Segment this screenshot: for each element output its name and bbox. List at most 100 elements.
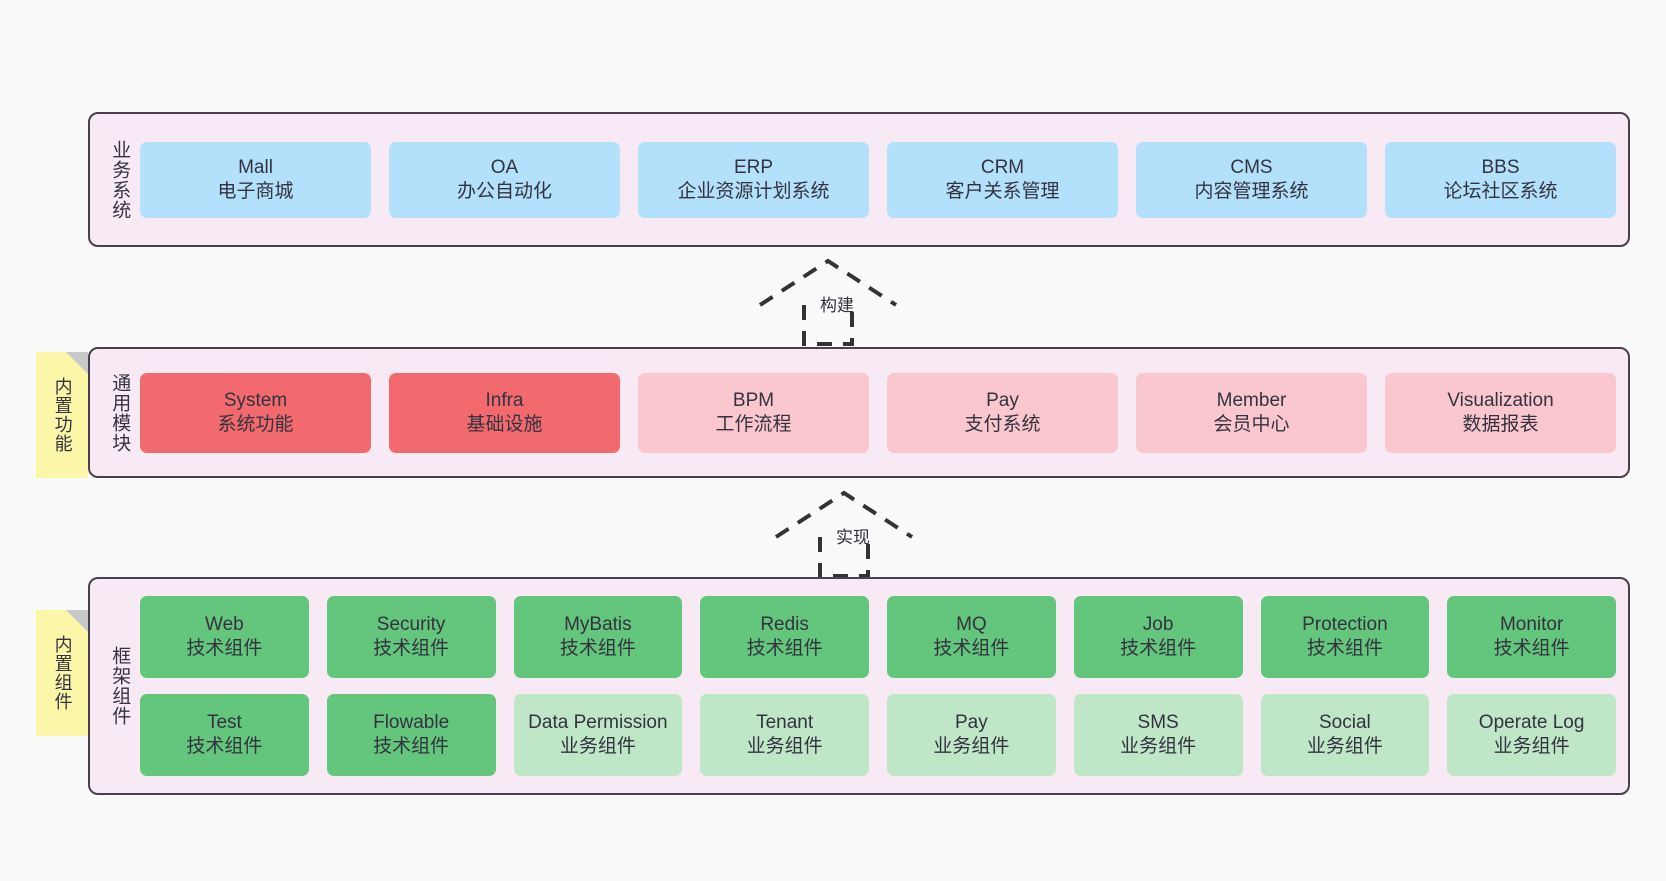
node-label-cn: 技术组件 <box>933 638 1010 659</box>
node-label-cn: 技术组件 <box>746 638 823 659</box>
layer-title-modules: 通用模块 <box>109 372 131 453</box>
node-monitor[interactable]: Monitor 技术组件 <box>1447 596 1616 678</box>
node-label-en: Infra <box>485 389 524 411</box>
node-label-cn: 企业资源计划系统 <box>677 180 830 202</box>
node-label-en: MQ <box>956 614 987 636</box>
node-pay-biz[interactable]: Pay 业务组件 <box>887 694 1056 776</box>
note-label: 内置功能 <box>52 377 73 453</box>
arrow-implement-label: 实现 <box>836 528 870 547</box>
layer-body-framework: Web 技术组件 Security 技术组件 MyBatis 技术组件 Redi… <box>140 579 1628 793</box>
node-label-cn: 会员中心 <box>1213 413 1290 435</box>
arrow-implement-glyph <box>774 490 914 578</box>
layer-row: System 系统功能 Infra 基础设施 BPM 工作流程 Pay 支付系统… <box>140 372 1616 453</box>
node-infra[interactable]: Infra 基础设施 <box>389 372 620 453</box>
node-label-en: BPM <box>732 389 775 411</box>
note-fold-icon <box>66 352 88 374</box>
node-mybatis[interactable]: MyBatis 技术组件 <box>513 596 683 678</box>
node-label-cn: 内容管理系统 <box>1194 180 1309 202</box>
note-label: 内置组件 <box>52 635 73 711</box>
node-label-en: Social <box>1319 712 1371 734</box>
node-bbs[interactable]: BBS 论坛社区系统 <box>1385 141 1616 218</box>
node-label-cn: 工作流程 <box>715 413 792 435</box>
layer-title-framework: 框架组件 <box>109 646 131 726</box>
node-label-en: Flowable <box>373 712 450 734</box>
node-label-en: Tenant <box>756 712 814 734</box>
node-label-cn: 论坛社区系统 <box>1443 180 1558 202</box>
node-label-cn: 技术组件 <box>373 638 450 659</box>
node-test[interactable]: Test 技术组件 <box>140 694 309 776</box>
note-builtin-components: 内置组件 <box>36 610 88 736</box>
node-label-en: Pay <box>955 712 988 734</box>
node-tenant[interactable]: Tenant 业务组件 <box>700 694 869 776</box>
node-label-cn: 电子商城 <box>217 180 294 202</box>
node-label-cn: 业务组件 <box>1493 736 1570 757</box>
node-label-cn: 基础设施 <box>466 413 543 435</box>
node-label-cn: 业务组件 <box>559 736 636 757</box>
node-flowable[interactable]: Flowable 技术组件 <box>326 694 496 776</box>
arrow-build: 构建 <box>752 258 912 348</box>
node-security[interactable]: Security 技术组件 <box>326 596 496 678</box>
node-label-en: Test <box>206 712 242 734</box>
node-label-cn: 业务组件 <box>1120 736 1197 757</box>
node-system[interactable]: System 系统功能 <box>140 372 371 453</box>
node-label-en: SMS <box>1137 712 1179 734</box>
node-label-en: OA <box>490 156 519 178</box>
note-fold-icon <box>66 610 88 632</box>
node-label-cn: 客户关系管理 <box>945 180 1060 202</box>
layer-body-business: Mall 电子商城 OA 办公自动化 ERP 企业资源计划系统 CRM 客户关系… <box>140 114 1628 245</box>
node-label-en: Operate Log <box>1478 712 1585 734</box>
layer-row: Test 技术组件 Flowable 技术组件 Data Permission … <box>140 694 1616 776</box>
node-label-en: MyBatis <box>564 614 632 636</box>
node-label-en: CRM <box>980 156 1025 178</box>
node-social[interactable]: Social 业务组件 <box>1260 694 1430 776</box>
node-label-en: Mall <box>238 156 273 178</box>
layer-body-modules: System 系统功能 Infra 基础设施 BPM 工作流程 Pay 支付系统… <box>140 349 1628 476</box>
node-label-en: Job <box>1142 614 1174 636</box>
node-label-en: System <box>223 389 288 411</box>
node-label-en: Security <box>376 614 446 636</box>
node-operate-log[interactable]: Operate Log 业务组件 <box>1447 694 1616 776</box>
node-label-en: Member <box>1216 389 1287 411</box>
node-label-en: Monitor <box>1499 614 1564 636</box>
node-label-en: Pay <box>986 389 1019 411</box>
node-label-en: Protection <box>1302 614 1388 636</box>
node-erp[interactable]: ERP 企业资源计划系统 <box>638 141 869 218</box>
node-label-cn: 支付系统 <box>964 413 1041 435</box>
node-label-cn: 业务组件 <box>1306 736 1383 757</box>
node-crm[interactable]: CRM 客户关系管理 <box>887 141 1118 218</box>
node-label-en: BBS <box>1481 156 1520 178</box>
node-label-en: Visualization <box>1447 389 1554 411</box>
arrow-implement: 实现 <box>768 490 928 580</box>
node-data-permission[interactable]: Data Permission 业务组件 <box>513 694 683 776</box>
node-sms[interactable]: SMS 业务组件 <box>1073 694 1243 776</box>
node-member[interactable]: Member 会员中心 <box>1136 372 1367 453</box>
node-label-en: CMS <box>1230 156 1273 178</box>
node-redis[interactable]: Redis 技术组件 <box>700 596 869 678</box>
node-label-cn: 技术组件 <box>373 736 450 757</box>
node-label-cn: 数据报表 <box>1462 413 1539 435</box>
node-mall[interactable]: Mall 电子商城 <box>140 141 371 218</box>
node-bpm[interactable]: BPM 工作流程 <box>638 372 869 453</box>
node-mq[interactable]: MQ 技术组件 <box>887 596 1056 678</box>
node-label-en: ERP <box>733 156 774 178</box>
node-protection[interactable]: Protection 技术组件 <box>1260 596 1430 678</box>
note-builtin-functions: 内置功能 <box>36 352 88 478</box>
node-job[interactable]: Job 技术组件 <box>1073 596 1243 678</box>
node-label-cn: 系统功能 <box>217 413 294 435</box>
layer-title-business: 业务系统 <box>109 139 131 220</box>
node-label-en: Data Permission <box>528 712 668 734</box>
node-label-cn: 技术组件 <box>1493 638 1570 659</box>
layer-framework-components: 框架组件 Web 技术组件 Security 技术组件 MyBatis 技术组件… <box>88 577 1630 795</box>
node-label-cn: 技术组件 <box>559 638 636 659</box>
node-cms[interactable]: CMS 内容管理系统 <box>1136 141 1367 218</box>
layer-business-systems: 业务系统 Mall 电子商城 OA 办公自动化 ERP 企业资源计划系统 CRM… <box>88 112 1630 247</box>
node-pay[interactable]: Pay 支付系统 <box>887 372 1118 453</box>
node-web[interactable]: Web 技术组件 <box>140 596 309 678</box>
node-label-cn: 业务组件 <box>746 736 823 757</box>
layer-row: Web 技术组件 Security 技术组件 MyBatis 技术组件 Redi… <box>140 596 1616 678</box>
node-visualization[interactable]: Visualization 数据报表 <box>1385 372 1616 453</box>
node-label-cn: 业务组件 <box>933 736 1010 757</box>
node-label-en: Web <box>205 614 244 636</box>
node-oa[interactable]: OA 办公自动化 <box>389 141 620 218</box>
